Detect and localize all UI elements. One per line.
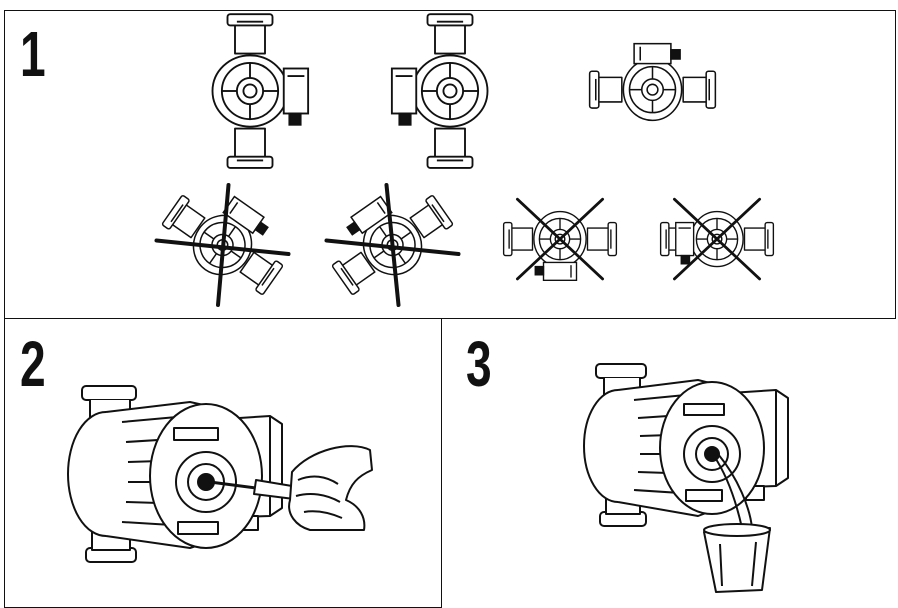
step-3-number: 3 [466,328,492,400]
pump-with-screwdriver-icon [60,380,380,570]
pump-horizontal-box-top-icon [588,42,717,122]
step-2-number: 2 [20,328,46,400]
pump-vertical-box-right-icon [211,13,310,169]
step-1-number: 1 [20,18,46,90]
step-3-panel [441,318,896,608]
pump-tilted-crossed-icon [324,185,461,305]
step-1-panel [4,10,896,319]
pump-vertical-box-left-icon [390,13,489,169]
pump-draining-water-into-cup-icon [580,360,810,595]
pump-tilted-crossed-icon [154,185,291,305]
pump-box-down-crossed-icon [502,197,618,281]
pump-box-down-crossed-icon [659,197,775,281]
